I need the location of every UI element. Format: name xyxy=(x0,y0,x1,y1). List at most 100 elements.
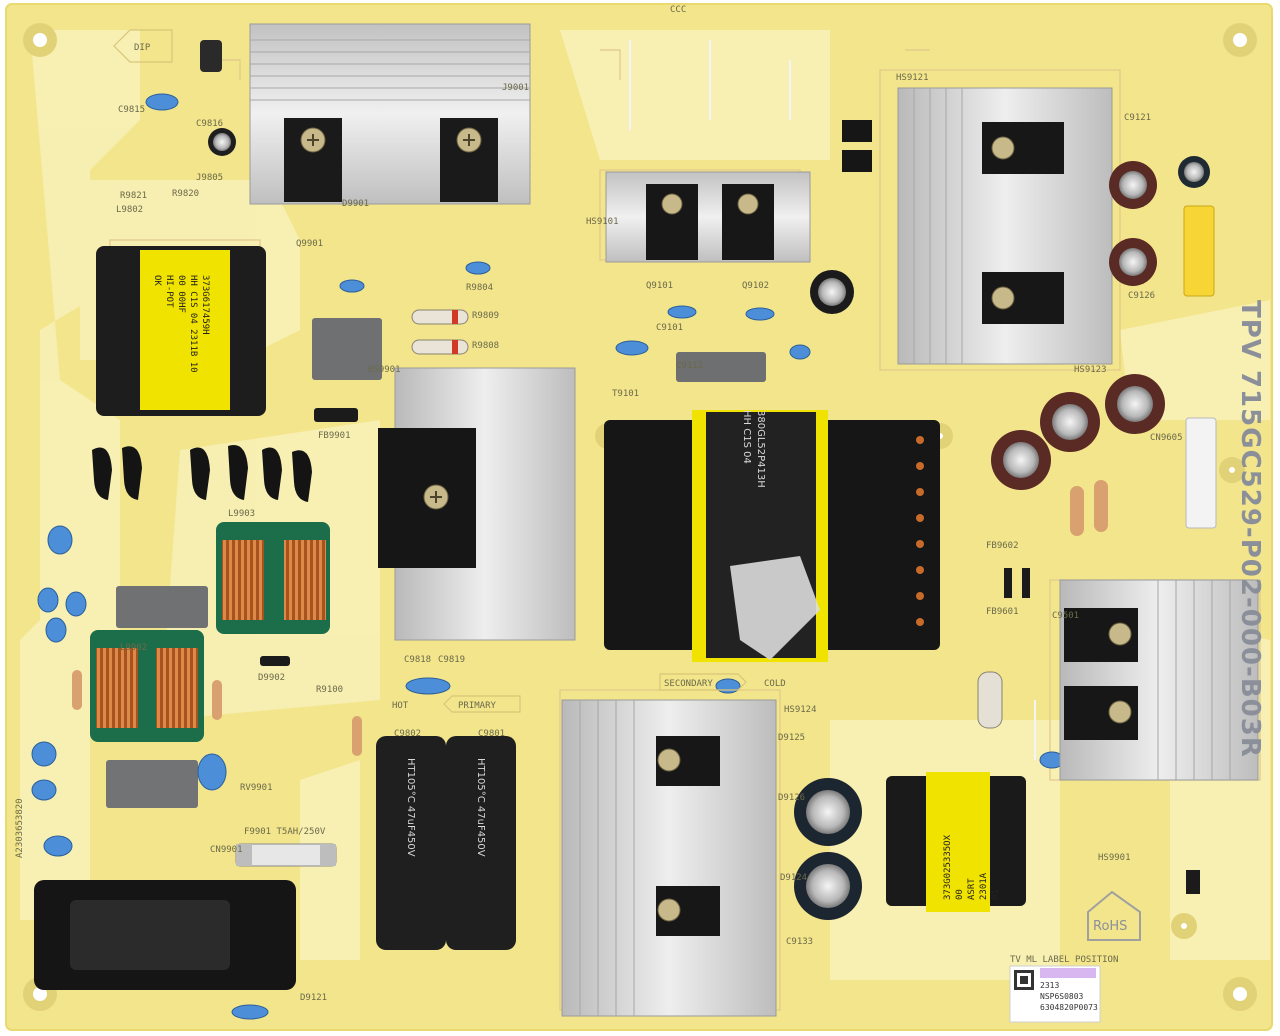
svg-text:HS9121: HS9121 xyxy=(896,73,929,83)
svg-text:PRIMARY: PRIMARY xyxy=(458,701,497,711)
svg-text:CN9901: CN9901 xyxy=(210,845,243,855)
svg-text:SECONDARY: SECONDARY xyxy=(664,679,713,689)
svg-text:R9808: R9808 xyxy=(472,341,499,351)
heatsink-right-lower xyxy=(1059,579,1259,781)
common-mode-choke-2 xyxy=(90,630,204,742)
svg-text:A2303653820: A2303653820 xyxy=(15,798,25,858)
svg-text:FB9601: FB9601 xyxy=(986,607,1019,617)
svg-text:Q9101: Q9101 xyxy=(646,281,673,291)
dip-marking: DIP xyxy=(113,29,173,63)
svg-text:D9125: D9125 xyxy=(778,733,805,743)
svg-text:L9902: L9902 xyxy=(120,643,147,653)
svg-text:Q9102: Q9102 xyxy=(742,281,769,291)
svg-text:RV9901: RV9901 xyxy=(240,783,273,793)
svg-text:HOT: HOT xyxy=(392,701,409,711)
svg-text:L9903: L9903 xyxy=(228,509,255,519)
svg-text:HS9901: HS9901 xyxy=(368,365,401,375)
svg-text:R9809: R9809 xyxy=(472,311,499,321)
svg-text:C9133: C9133 xyxy=(786,937,813,947)
svg-text:R9821: R9821 xyxy=(120,191,147,201)
sticker: 2313 NSP6S0803 6304820P0073 xyxy=(1009,965,1101,1023)
ceramic-capacitors xyxy=(31,93,1065,1020)
svg-text:00 00HF: 00 00HF xyxy=(176,275,186,313)
x-capacitor xyxy=(312,318,382,380)
board-model-silkscreen: TPV 715GC529-P02-000-B03R xyxy=(1235,300,1265,758)
electrolytic-capacitors xyxy=(208,128,1210,920)
svg-text:D9901: D9901 xyxy=(342,199,369,209)
bulk-capacitor-1: HT105°C 47uF450V xyxy=(376,736,446,950)
main-transformer: 380GL52P413H HH C1S 04 xyxy=(604,410,940,662)
primary-marking: HOT PRIMARY xyxy=(392,695,521,713)
mounting-holes xyxy=(23,23,1257,1011)
svg-text:C9126: C9126 xyxy=(1128,291,1155,301)
svg-text:CN9605: CN9605 xyxy=(1150,433,1183,443)
svg-text:R9100: R9100 xyxy=(316,685,343,695)
svg-text:HS9901: HS9901 xyxy=(1098,853,1131,863)
secondary-marking: SECONDARY COLD xyxy=(659,673,786,691)
svg-text:HS9124: HS9124 xyxy=(784,705,817,715)
heatsink-center-left xyxy=(378,367,576,641)
svg-text:C9815: C9815 xyxy=(118,105,145,115)
svg-text:HT105°C 47uF450V: HT105°C 47uF450V xyxy=(405,758,416,857)
heatsink-center-top xyxy=(605,171,811,263)
output-connector-yellow xyxy=(1183,205,1215,297)
x-capacitor xyxy=(676,352,766,382)
svg-text:01: 01 xyxy=(991,889,1001,900)
svg-text:Q9901: Q9901 xyxy=(296,239,323,249)
rohs-mark: RoHS xyxy=(1087,890,1141,941)
svg-text:HI-POT: HI-POT xyxy=(164,275,174,308)
svg-text:R9804: R9804 xyxy=(466,283,493,293)
svg-text:6304820P0073: 6304820P0073 xyxy=(1040,1003,1098,1012)
svg-text:D9121: D9121 xyxy=(300,993,327,1003)
svg-text:ASRT: ASRT xyxy=(967,878,977,900)
thermistors xyxy=(92,444,312,502)
small-transformer: 373G025335OX 00 ASRT 2301A 01 xyxy=(886,772,1026,912)
svg-text:HS9123: HS9123 xyxy=(1074,365,1107,375)
bulk-capacitor-2: HT105°C 47uF450V xyxy=(446,736,516,950)
output-connector-white xyxy=(1185,417,1217,529)
svg-text:J9001: J9001 xyxy=(502,83,529,93)
resistors xyxy=(72,309,1108,756)
jumper-pin xyxy=(200,40,222,72)
svg-text:OK: OK xyxy=(152,275,162,286)
svg-text:HT105°C 47uF450V: HT105°C 47uF450V xyxy=(475,758,486,857)
svg-text:C9801: C9801 xyxy=(478,729,505,739)
svg-text:C9802: C9802 xyxy=(394,729,421,739)
label-position-text: TV ML LABEL POSITION xyxy=(1010,955,1118,965)
svg-text:380GL52P413H: 380GL52P413H xyxy=(755,410,766,488)
diodes xyxy=(260,408,1200,894)
svg-text:COLD: COLD xyxy=(764,679,786,689)
svg-text:T9101: T9101 xyxy=(612,389,639,399)
x-capacitor xyxy=(106,760,198,808)
svg-text:C9101: C9101 xyxy=(656,323,683,333)
fuse-rating: F9901 T5AH/250V xyxy=(244,827,326,837)
reference-designators: C9815 C9816 J9805 R9821 R9820 L9802 D990… xyxy=(116,73,1183,1003)
svg-text:J9805: J9805 xyxy=(196,173,223,183)
svg-text:FB9602: FB9602 xyxy=(986,541,1019,551)
svg-text:RoHS: RoHS xyxy=(1093,919,1127,934)
svg-text:D9902: D9902 xyxy=(258,673,285,683)
svg-text:00: 00 xyxy=(955,889,965,900)
svg-text:C9112: C9112 xyxy=(676,361,703,371)
svg-text:373G025335OX: 373G025335OX xyxy=(943,834,953,900)
svg-text:2313: 2313 xyxy=(1040,981,1059,990)
heatsink-right-upper xyxy=(897,87,1113,365)
standby-transformer: 373G617459H HH C1S 04 2311B 10 00 00HF H… xyxy=(96,246,266,416)
svg-text:2301A: 2301A xyxy=(979,872,989,900)
svg-text:C9121: C9121 xyxy=(1124,113,1151,123)
heatsink-bottom-center xyxy=(561,699,777,1017)
svg-text:TPV 715GC529-P02-000-B03R: TPV 715GC529-P02-000-B03R xyxy=(1235,300,1265,758)
fuse xyxy=(235,843,337,867)
svg-text:NSP6S0803: NSP6S0803 xyxy=(1040,992,1084,1001)
ccc-mark: CCC xyxy=(670,5,686,15)
svg-text:HH C1S 04: HH C1S 04 xyxy=(741,410,752,464)
optocouplers xyxy=(842,120,872,172)
common-mode-choke-1 xyxy=(216,522,330,634)
svg-text:HS9101: HS9101 xyxy=(586,217,619,227)
svg-text:DIP: DIP xyxy=(134,43,151,53)
paper-tag xyxy=(730,556,820,660)
x-capacitor xyxy=(116,586,208,628)
heatsink-top-left xyxy=(249,23,531,205)
svg-text:373G617459H: 373G617459H xyxy=(200,275,210,335)
